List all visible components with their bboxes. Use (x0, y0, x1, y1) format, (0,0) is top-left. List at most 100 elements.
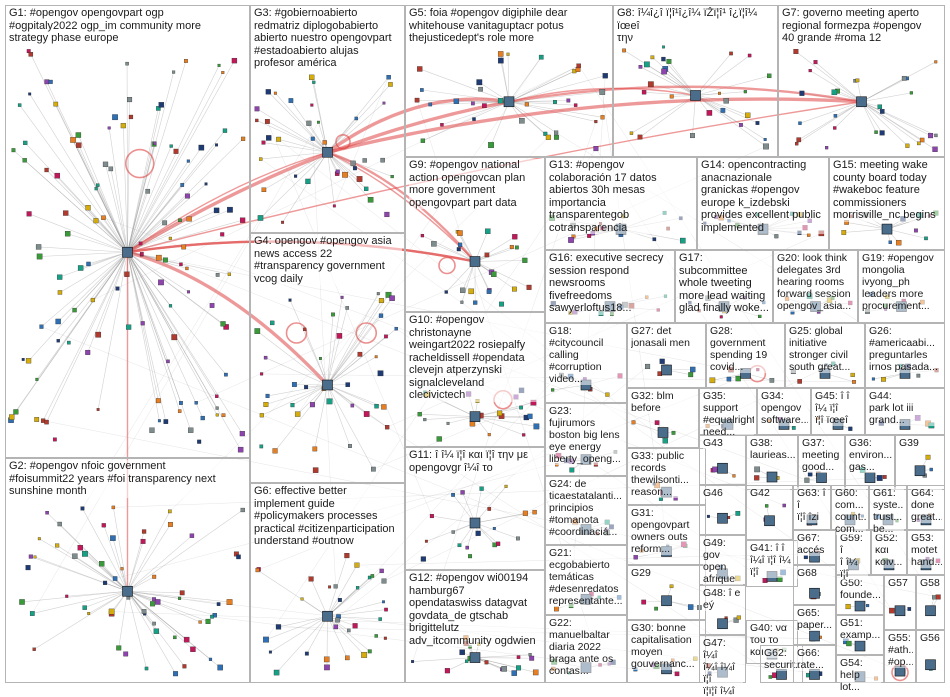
group-label: G58 (920, 577, 942, 589)
group-box-g49: G49: gov open afrique (699, 535, 746, 585)
group-box-g37: G37: meeting good... (798, 435, 845, 490)
group-label: G64: done great... (911, 487, 942, 523)
group-label: G26: #americaabi... preguntarles irnos p… (869, 325, 942, 373)
group-label: G52: και κοιν... (875, 532, 904, 568)
group-label: G57 (888, 577, 913, 589)
group-box-g48: G48: î e eý (699, 585, 746, 635)
group-box-g44: G44: park lot iii grand... (865, 388, 945, 435)
group-box-g60: G60: com... count... com... (831, 485, 869, 530)
group-box-g57: G57 (884, 575, 916, 630)
group-label: G22: manuelbaltar diaria 2022 braga ante… (549, 617, 624, 677)
group-label: G55: #ath... #op... (888, 632, 913, 668)
group-label: G14: opencontracting anacnazionale grani… (701, 159, 826, 234)
group-box-g17: G17: subcommittee whole tweeting more le… (675, 250, 773, 323)
group-box-g27: G27: det jonasali men (627, 323, 706, 388)
group-box-g12: G12: #opengov wi00194 hamburg67 opendata… (405, 570, 545, 683)
group-box-g26: G26: #americaabi... preguntarles irnos p… (865, 323, 945, 388)
group-box-g10: G10: #opengov christonayne weingart2022 … (405, 312, 545, 447)
group-box-g41: G41: î î î¼î ï¦î î¼ ï¦î (746, 540, 798, 587)
group-box-g21: G21: ecgobabierto temáticas #desenredato… (545, 545, 627, 615)
group-box-g30: G30: bonne capitalisation moyen gouverna… (627, 620, 706, 683)
group-box-g8: G8: î¼î¿î ï¦î¹î¿î¼ ïŽï¦î¹ î¿ï¦î¼ ïœeî τη… (613, 5, 778, 157)
group-box-g35: G35: support #equalrights need... (699, 388, 757, 435)
group-label: G18: #citycouncil calling #corruption vi… (549, 325, 624, 385)
group-box-g39: G39 (895, 435, 945, 490)
group-label: G51: examp... (840, 617, 881, 641)
group-box-g32: G32: blm before (627, 388, 699, 448)
group-box-g9: G9: #opengov national action opengovcan … (405, 157, 545, 312)
group-box-g1: G1: #opengov opengovpart ogp #ogpitaly20… (5, 5, 250, 458)
group-box-g34: G34: opengov software... (757, 388, 811, 435)
group-box-g54: G54: help lot... (836, 655, 884, 683)
group-box-g25: G25: global initiative stronger civil so… (785, 323, 865, 388)
group-label: G32: blm before (631, 390, 696, 414)
group-label: G25: global initiative stronger civil so… (789, 325, 862, 373)
group-label: G38: laurieas... (750, 437, 795, 461)
group-box-g68: G68 (793, 565, 836, 605)
group-label: G42 (750, 487, 790, 499)
group-box-g59: G59: î î î¼ ï¦î (836, 530, 871, 575)
group-label: G21: ecgobabierto temáticas #desenredato… (549, 547, 624, 607)
group-label: G50: founde... (840, 577, 881, 601)
group-label: G46 (703, 487, 743, 499)
group-label: G49: gov open afrique (703, 537, 743, 585)
group-box-g29: G29 (627, 565, 706, 620)
group-label: G63: î î ï¦î îzi (797, 487, 828, 523)
group-label: G27: det jonasali men (631, 325, 703, 349)
group-box-g36: G36: environ... gas... (845, 435, 895, 490)
group-label: G53: motet hand... (911, 532, 942, 568)
group-label: G16: executive secrecy session respond n… (549, 252, 672, 315)
group-label: G12: #opengov wi00194 hamburg67 opendata… (409, 572, 542, 647)
group-box-g46: G46 (699, 485, 746, 535)
group-label: G36: environ... gas... (849, 437, 892, 473)
group-label: G66: rate... (797, 647, 833, 671)
group-box-g56: G56 (916, 630, 945, 683)
group-label: G65: paper... (797, 607, 833, 631)
group-label: G7: governo meeting aperto regional form… (782, 7, 942, 45)
group-box-g5: G5: foia #opengov digiphile dear whiteho… (405, 5, 613, 157)
group-box-g16: G16: executive secrecy session respond n… (545, 250, 675, 323)
group-label: G59: î î î¼ ï¦î (840, 532, 868, 580)
group-label: G6: effective better implement guide #po… (254, 485, 402, 548)
group-label: G15: meeting wake county board today #wa… (833, 159, 942, 222)
group-label: G31: opengovpart owners outs reform... (631, 507, 703, 555)
group-label: G35: support #equalrights need... (703, 390, 754, 438)
group-label: G13: #opengov colaboración 17 datos abie… (549, 159, 694, 234)
group-label: G10: #opengov christonayne weingart2022 … (409, 314, 542, 402)
group-label: G9: #opengov national action opengovcan … (409, 159, 542, 209)
group-label: G33: public records thewilsonti... reaso… (631, 450, 703, 498)
group-box-g31: G31: opengovpart owners outs reform... (627, 505, 706, 565)
group-label: G44: park lot iii grand... (869, 390, 942, 426)
group-box-g45: G45: î î î¼ ï¦î ï¦î ïœeî (811, 388, 865, 435)
group-box-g15: G15: meeting wake county board today #wa… (829, 157, 945, 250)
group-box-g24: G24: de ticaestatalanti... principios #t… (545, 476, 627, 545)
group-box-g65: G65: paper... (793, 605, 836, 645)
group-box-g55: G55: #ath... #op... (884, 630, 916, 683)
group-box-g58: G58 (916, 575, 945, 630)
group-box-g6: G6: effective better implement guide #po… (250, 483, 405, 683)
group-label: G30: bonne capitalisation moyen gouverna… (631, 622, 703, 670)
group-box-g51: G51: examp... (836, 615, 884, 655)
group-label: G1: #opengov opengovpart ogp #ogpitaly20… (9, 7, 247, 45)
group-label: G17: subcommittee whole tweeting more le… (679, 252, 770, 315)
group-box-g23: G23: fujirumors boston big lens eye ener… (545, 403, 627, 476)
group-label: G45: î î î¼ ï¦î ï¦î ïœeî (815, 390, 862, 426)
group-box-g13: G13: #opengov colaboración 17 datos abie… (545, 157, 697, 250)
group-box-g47: G47: î¼î î¼î î¼î ï¦î ï¦ï¦î î¼î (699, 635, 746, 683)
group-label: G4: opengov #opengov asia news access 22… (254, 235, 402, 285)
group-box-g52: G52: και κοιν... (871, 530, 907, 575)
group-box-g18: G18: #citycouncil calling #corruption vi… (545, 323, 627, 403)
group-label: G34: opengov software... (761, 390, 808, 426)
group-label: G60: com... count... com... (835, 487, 866, 535)
group-box-g20: G20: look think delegates 3rd hearing ro… (773, 250, 858, 323)
group-label: G61: syste... trust... be... (873, 487, 904, 535)
group-box-g4: G4: opengov #opengov asia news access 22… (250, 233, 405, 483)
group-box-g53: G53: motet hand... (907, 530, 945, 575)
group-box-g7: G7: governo meeting aperto regional form… (778, 5, 945, 157)
group-label: G23: fujirumors boston big lens eye ener… (549, 405, 624, 465)
group-box-g64: G64: done great... (907, 485, 945, 530)
group-label: G28: government spending 19 covid... (710, 325, 782, 373)
group-box-g3: G3: #gobiernoabierto redmatriz diplogoba… (250, 5, 405, 233)
group-label: G39 (899, 437, 942, 449)
group-box-g67: G67: accés (793, 530, 836, 565)
